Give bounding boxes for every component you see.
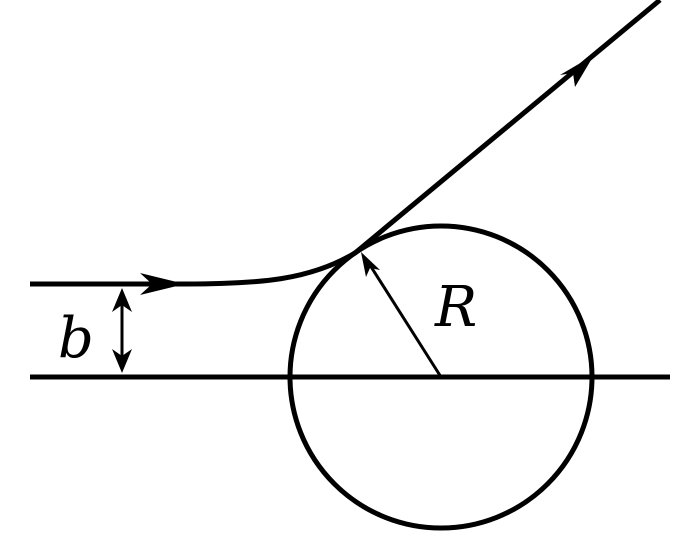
label-b: b [58,306,94,371]
arrowhead-up-icon [112,288,132,312]
sphere-circle [287,223,595,531]
arrowhead-down-icon [112,349,132,373]
trajectory-path [30,0,662,287]
impact-parameter-arrow [112,288,132,373]
radius-arrowhead-icon [361,252,380,277]
outgoing-arrow-icon [560,55,594,87]
incoming-arrow-icon [140,273,185,295]
label-R: R [434,275,477,340]
radius-arrow [361,252,443,378]
